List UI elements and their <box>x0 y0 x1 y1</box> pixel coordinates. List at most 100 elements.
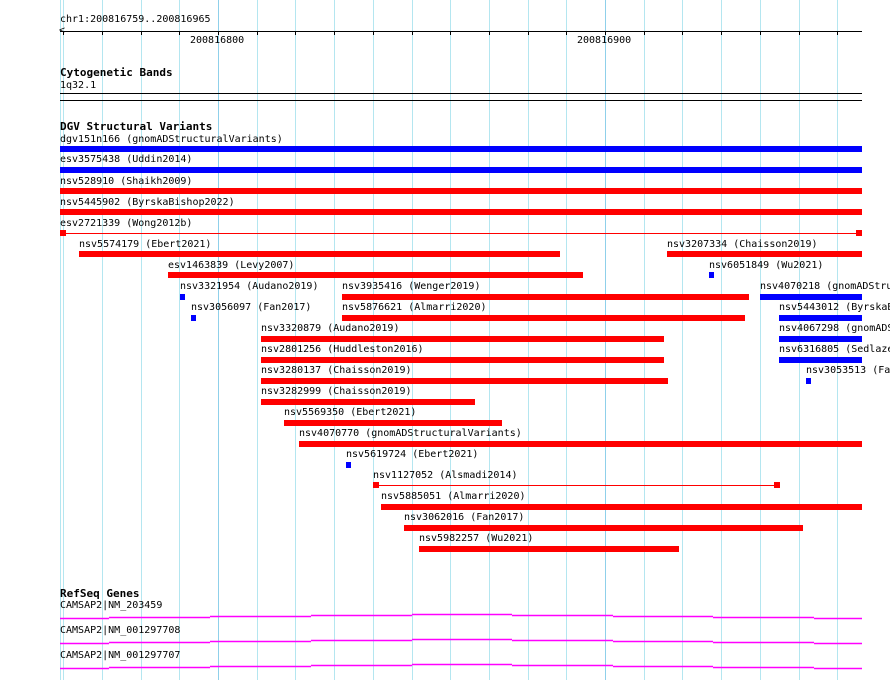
scroll-left-arrow-icon[interactable]: < <box>59 25 65 37</box>
variant-bar[interactable] <box>60 167 862 173</box>
variant-bar[interactable] <box>180 294 185 300</box>
ruler-tick <box>760 31 761 35</box>
variant-bar[interactable] <box>381 504 862 510</box>
variant-bar[interactable] <box>60 146 862 152</box>
feature-label[interactable]: nsv6316805 (Sedlaze <box>779 344 890 355</box>
variant-bar[interactable] <box>261 357 664 363</box>
cytoband-line <box>60 93 862 94</box>
track-title-refseq: RefSeq Genes <box>60 587 140 600</box>
ruler-tick <box>682 31 683 35</box>
feature-label[interactable]: nsv5569350 (Ebert2021) <box>284 407 417 418</box>
variant-bar[interactable] <box>342 294 749 300</box>
grid-line <box>721 0 722 680</box>
feature-label[interactable]: esv2721339 (Wong2012b) <box>60 218 193 229</box>
gene-label[interactable]: CAMSAP2|NM_001297707 <box>60 650 181 661</box>
feature-label[interactable]: nsv1127052 (Alsmadi2014) <box>373 470 518 481</box>
ruler-tick <box>334 31 335 35</box>
variant-bar[interactable] <box>709 272 714 278</box>
ruler-tick-label: 200816800 <box>190 35 245 46</box>
gene-label[interactable]: CAMSAP2|NM_203459 <box>60 600 163 611</box>
track-title-dgv: DGV Structural Variants <box>60 120 213 133</box>
feature-label[interactable]: esv1463839 (Levy2007) <box>168 260 295 271</box>
variant-bar[interactable] <box>191 315 196 321</box>
location-label: chr1:200816759..200816965 <box>60 14 211 25</box>
cytoband-label: 1q32.1 <box>60 80 97 91</box>
variant-bar[interactable] <box>261 378 668 384</box>
track-title-cytobands: Cytogenetic Bands <box>60 66 173 79</box>
variant-bar[interactable] <box>60 209 862 215</box>
ruler-tick <box>218 31 219 35</box>
variant-bar[interactable] <box>419 546 679 552</box>
variant-bar[interactable] <box>60 188 862 194</box>
feature-label[interactable]: nsv4067298 (gnomADS <box>779 323 890 334</box>
variant-bar[interactable] <box>284 420 502 426</box>
feature-label[interactable]: nsv3280137 (Chaisson2019) <box>261 365 412 376</box>
variant-bar[interactable] <box>299 441 862 447</box>
gene-label[interactable]: CAMSAP2|NM_001297708 <box>60 625 181 636</box>
ruler-tick <box>373 31 374 35</box>
cytoband-line <box>60 100 862 101</box>
feature-label[interactable]: nsv6051849 (Wu2021) <box>709 260 824 271</box>
variant-bar[interactable] <box>779 357 862 363</box>
grid-line <box>60 0 61 680</box>
feature-label[interactable]: nsv4070218 (gnomADStru <box>760 281 890 292</box>
feature-label[interactable]: nsv5876621 (Almarri2020) <box>342 302 487 313</box>
feature-label[interactable]: nsv3056097 (Fan2017) <box>191 302 312 313</box>
variant-bar[interactable] <box>342 315 745 321</box>
feature-label[interactable]: nsv3062016 (Fan2017) <box>404 512 525 523</box>
feature-label[interactable]: nsv4070770 (gnomADStructuralVariants) <box>299 428 522 439</box>
variant-span-line[interactable] <box>60 233 862 234</box>
grid-line <box>218 0 219 680</box>
variant-end-block[interactable] <box>373 482 379 488</box>
grid-line <box>760 0 761 680</box>
variant-bar[interactable] <box>779 336 862 342</box>
ruler-tick <box>528 31 529 35</box>
variant-end-block[interactable] <box>856 230 862 236</box>
ruler-tick <box>257 31 258 35</box>
feature-label[interactable]: nsv3207334 (Chaisson2019) <box>667 239 818 250</box>
feature-label[interactable]: nsv2801256 (Huddleston2016) <box>261 344 424 355</box>
ruler-tick <box>63 31 64 35</box>
feature-label[interactable]: esv3575438 (Uddin2014) <box>60 154 193 165</box>
variant-end-block[interactable] <box>60 230 66 236</box>
ruler-tick-label: 200816900 <box>577 35 632 46</box>
feature-label[interactable]: nsv5574179 (Ebert2021) <box>79 239 212 250</box>
ruler-tick <box>450 31 451 35</box>
feature-label[interactable]: nsv5619724 (Ebert2021) <box>346 449 479 460</box>
feature-label[interactable]: nsv3935416 (Wenger2019) <box>342 281 481 292</box>
variant-bar[interactable] <box>760 294 862 300</box>
variant-bar[interactable] <box>261 399 475 405</box>
variant-bar[interactable] <box>404 525 803 531</box>
feature-label[interactable]: nsv3321954 (Audano2019) <box>180 281 319 292</box>
ruler-tick <box>605 31 606 35</box>
variant-bar[interactable] <box>79 251 560 257</box>
variant-span-line[interactable] <box>373 485 780 486</box>
ruler-tick <box>412 31 413 35</box>
variant-bar[interactable] <box>667 251 862 257</box>
variant-end-block[interactable] <box>774 482 780 488</box>
feature-label[interactable]: nsv3053513 (Fa <box>806 365 890 376</box>
feature-label[interactable]: dgv151n166 (gnomADStructuralVariants) <box>60 134 283 145</box>
variant-bar[interactable] <box>346 462 351 468</box>
feature-label[interactable]: nsv5443012 (ByrskaB <box>779 302 890 313</box>
variant-bar[interactable] <box>168 272 583 278</box>
variant-bar[interactable] <box>806 378 811 384</box>
feature-label[interactable]: nsv5982257 (Wu2021) <box>419 533 534 544</box>
variant-bar[interactable] <box>779 315 862 321</box>
ruler-tick <box>644 31 645 35</box>
ruler-tick <box>566 31 567 35</box>
feature-label[interactable]: nsv5445902 (ByrskaBishop2022) <box>60 197 235 208</box>
ruler-axis <box>60 31 862 32</box>
feature-label[interactable]: nsv528910 (Shaikh2009) <box>60 176 193 187</box>
feature-label[interactable]: nsv3282999 (Chaisson2019) <box>261 386 412 397</box>
feature-label[interactable]: nsv5885051 (Almarri2020) <box>381 491 526 502</box>
feature-label[interactable]: nsv3320879 (Audano2019) <box>261 323 400 334</box>
variant-bar[interactable] <box>261 336 664 342</box>
grid-line <box>257 0 258 680</box>
ruler-tick <box>721 31 722 35</box>
grid-line <box>682 0 683 680</box>
